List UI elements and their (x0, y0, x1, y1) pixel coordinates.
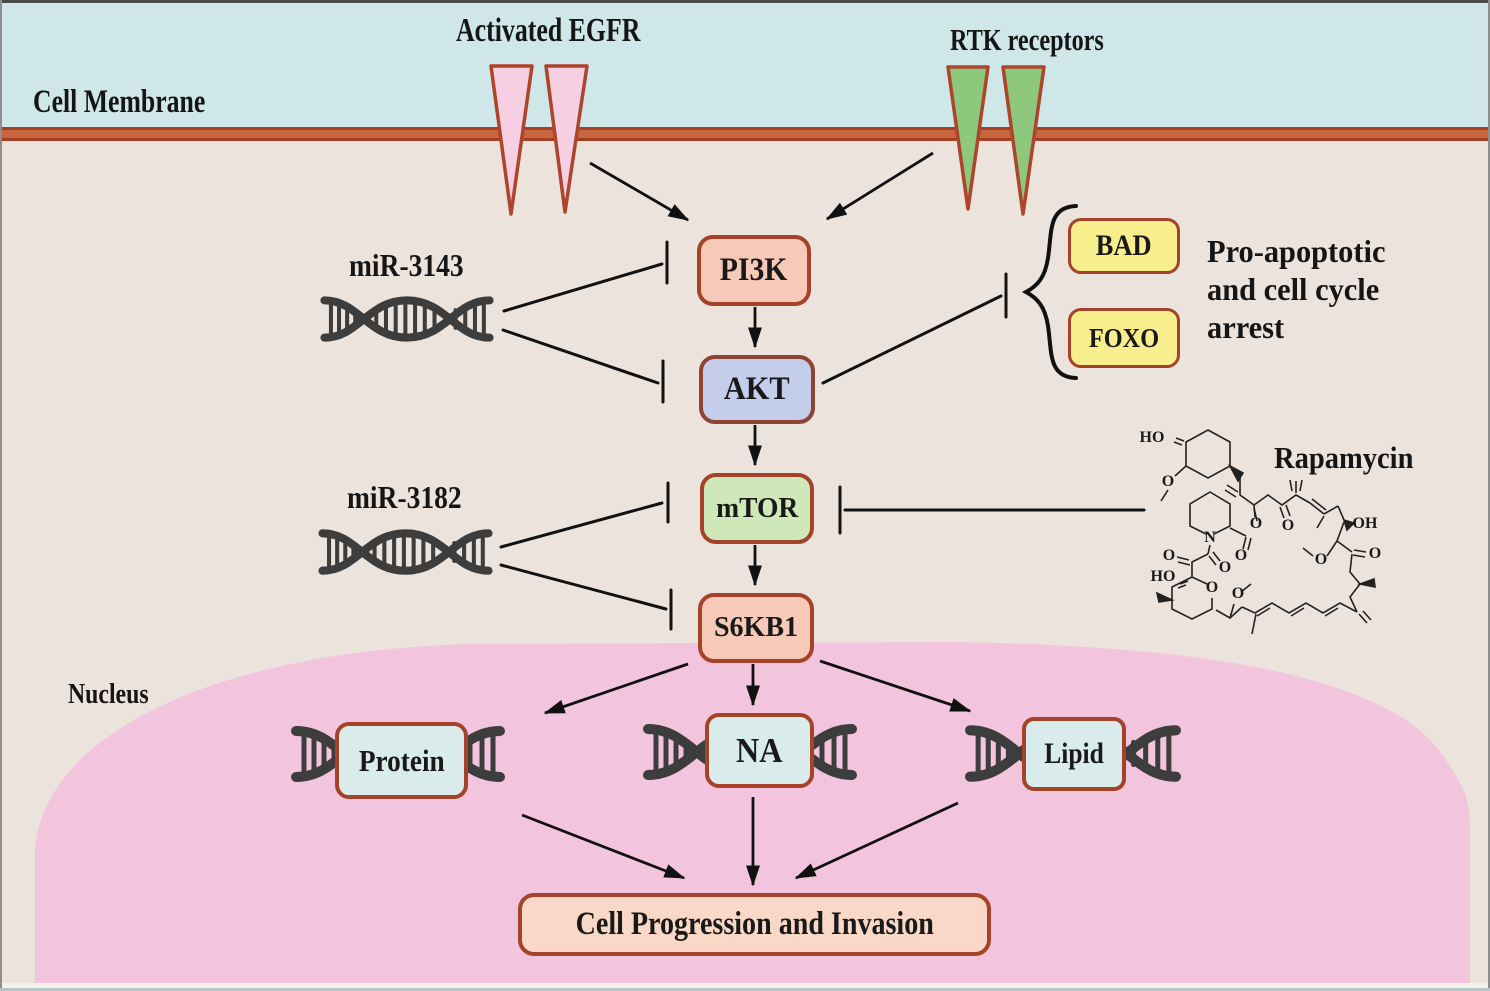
atom-label: O (1235, 547, 1247, 564)
rtk-receptors-label: RTK receptors (950, 22, 1104, 57)
atom-label: O (1206, 579, 1218, 596)
protein-label: Protein (358, 742, 445, 778)
mtor-node: mTOR (700, 473, 814, 544)
s6kb1-node: S6KB1 (698, 593, 814, 663)
atom-label: O (1250, 515, 1262, 532)
atom-label: OH (1353, 515, 1378, 532)
border-left (0, 0, 2, 991)
atom-label: N (1204, 529, 1216, 546)
dna-helix-icon (324, 300, 489, 337)
dna-helix-icon (323, 533, 489, 570)
atom-label: O (1369, 545, 1381, 562)
pro-apoptotic-label: Pro-apoptotic and cell cycle arrest (1207, 233, 1386, 345)
akt-label: AKT (724, 371, 790, 407)
grouping-brace (1021, 204, 1078, 380)
atom-label: HO (1151, 568, 1176, 585)
egfr-receptor-triangles (489, 64, 589, 216)
lipid-label: Lipid (1044, 737, 1104, 770)
atom-label: O (1232, 585, 1244, 602)
border-right (1488, 0, 1490, 991)
atom-label: O (1315, 551, 1327, 568)
mir-3143-label: miR-3143 (349, 247, 464, 283)
na-label: NA (736, 730, 783, 770)
atom-label: HO (1140, 429, 1165, 446)
akt-node: AKT (699, 355, 815, 424)
atom-label: O (1219, 559, 1231, 576)
cell-membrane-label: Cell Membrane (33, 84, 206, 120)
atom-label: O (1282, 517, 1294, 534)
protein-node: Protein (335, 722, 468, 799)
bad-node: BAD (1068, 218, 1180, 274)
lipid-node: Lipid (1022, 717, 1126, 791)
outcome-label: Cell Progression and Invasion (575, 906, 934, 942)
rtk-receptor-triangles (946, 65, 1046, 216)
pi3k-label: PI3K (720, 252, 788, 288)
activation-arrows (521, 151, 972, 887)
bottom-strip (0, 983, 1490, 991)
na-node: NA (705, 713, 814, 788)
activated-egfr-label: Activated EGFR (456, 12, 641, 49)
inhibition-lines (499, 240, 1146, 631)
extracellular-region (0, 0, 1490, 128)
outcome-node: Cell Progression and Invasion (518, 893, 991, 956)
foxo-label: FOXO (1088, 322, 1160, 353)
bad-label: BAD (1096, 229, 1152, 262)
mtor-label: mTOR (715, 492, 799, 524)
rapamycin-label: Rapamycin (1274, 440, 1414, 475)
border-bottom (0, 988, 1490, 991)
mir-3182-label: miR-3182 (347, 479, 462, 515)
border-top (0, 0, 1490, 3)
nucleus-label: Nucleus (68, 678, 149, 710)
s6kb1-label: S6KB1 (713, 612, 799, 643)
rapamycin-structure: HO O N O O O O O HO O O O OH O (1140, 429, 1381, 635)
atom-label: O (1163, 547, 1175, 564)
pi3k-node: PI3K (697, 235, 811, 306)
cell-membrane-band (0, 127, 1490, 141)
atom-label: O (1162, 473, 1174, 490)
foxo-node: FOXO (1068, 308, 1180, 368)
